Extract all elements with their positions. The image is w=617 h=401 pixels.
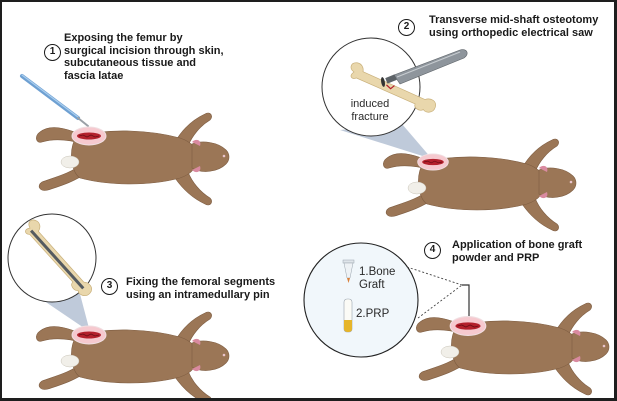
caption-line: using an intramedullary pin xyxy=(126,288,270,301)
incision-icon xyxy=(417,153,449,171)
induced-fracture-label: induced fracture xyxy=(346,98,394,124)
magnifier-circle xyxy=(303,242,419,358)
step-number-badge: 3 xyxy=(101,278,118,295)
label-line: induced xyxy=(350,98,390,110)
bone-graft-label: 1.Bone Graft xyxy=(359,266,395,292)
incision-icon xyxy=(71,325,107,345)
caption-line: Exposing the femur by xyxy=(64,32,183,44)
step-number-badge: 2 xyxy=(398,19,415,36)
illustration xyxy=(7,37,610,398)
caption-line: Transverse mid-shaft osteotomy xyxy=(429,14,599,26)
label-line: fracture xyxy=(351,111,389,123)
caption-line: using orthopedic electrical saw xyxy=(429,26,593,39)
step-3-caption: Fixing the femoral segments using an int… xyxy=(126,276,275,301)
caption-line: Fixing the femoral segments xyxy=(126,276,276,288)
step-number-badge: 4 xyxy=(424,242,441,259)
step-4-caption: Application of bone graft powder and PRP xyxy=(452,239,582,264)
step-number-badge: 1 xyxy=(44,44,61,61)
rat-icon xyxy=(382,138,577,232)
prp-tube-icon xyxy=(343,298,353,333)
rat-icon xyxy=(35,311,230,398)
step-2-illustration xyxy=(321,37,577,232)
incision-icon xyxy=(71,126,107,146)
magnifier-circle xyxy=(321,37,421,137)
step-1-illustration xyxy=(20,74,230,206)
caption-line: surgical incision through skin, xyxy=(64,44,224,57)
step-1-caption: Exposing the femur by surgical incision … xyxy=(64,32,224,82)
caption-line: powder and PRP xyxy=(452,251,540,264)
femur-bone-icon xyxy=(350,59,437,116)
rat-icon xyxy=(35,112,230,206)
prp-label: 2.PRP xyxy=(356,308,390,320)
caption-line: subcutaneous tissue and xyxy=(64,57,197,69)
step-4-illustration xyxy=(303,242,610,396)
callout-line xyxy=(417,284,463,319)
caption-line: fascia latae xyxy=(64,69,124,82)
scalpel-icon xyxy=(20,74,89,127)
label-line: 1.Bone xyxy=(359,266,396,278)
label-line: Graft xyxy=(359,279,385,291)
step-2-caption: Transverse mid-shaft osteotomy using ort… xyxy=(429,14,598,39)
bone-graft-tube-icon xyxy=(342,259,355,283)
callout-line xyxy=(406,266,463,286)
step-3-illustration xyxy=(7,213,230,398)
incision-icon xyxy=(449,316,487,336)
femur-with-pin-icon xyxy=(10,218,109,299)
electric-saw-icon xyxy=(381,49,468,87)
caption-line: Application of bone graft xyxy=(452,239,583,251)
rat-icon xyxy=(415,302,610,396)
